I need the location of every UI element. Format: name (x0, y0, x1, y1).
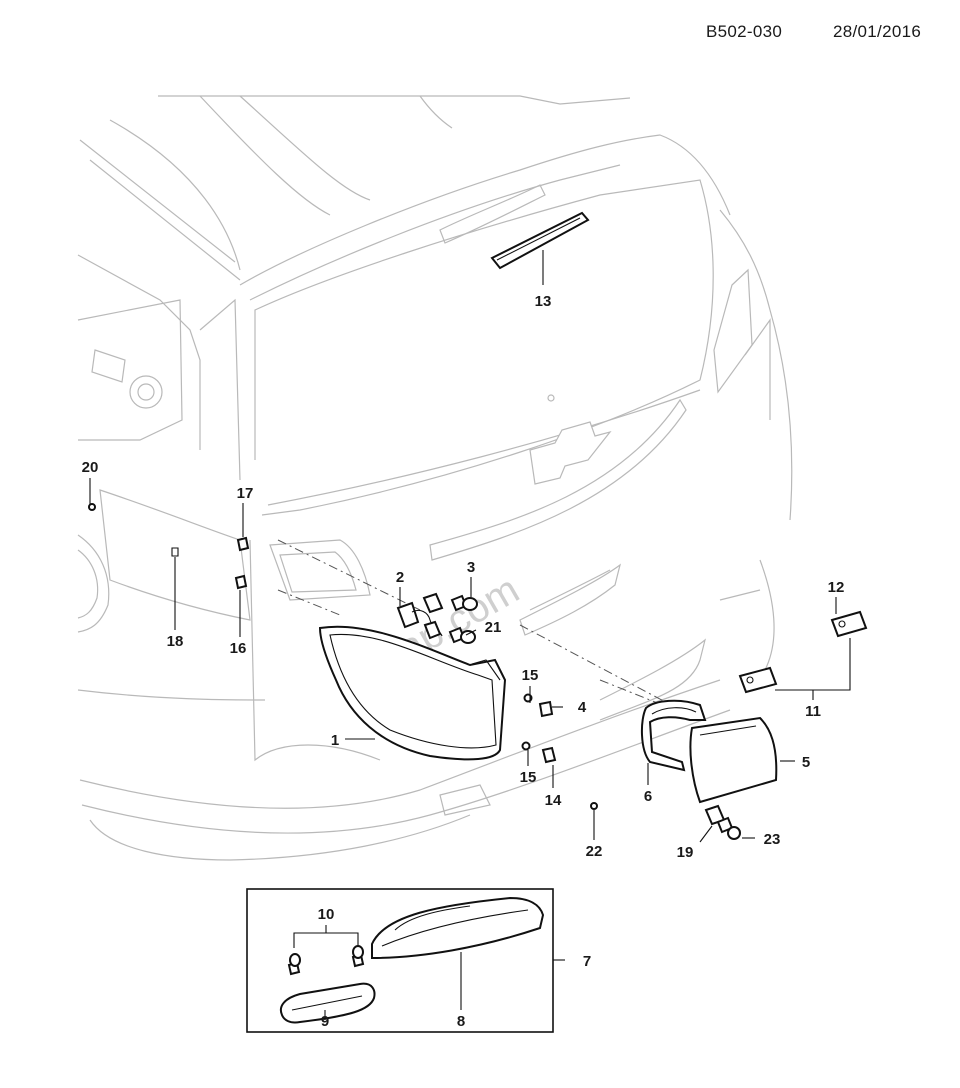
bulb-10-right (351, 945, 365, 968)
nut-4 (538, 700, 554, 718)
callout-6: 6 (644, 788, 652, 805)
bulb-23 (716, 816, 741, 840)
clip-16 (234, 574, 248, 590)
callout-15-lower: 15 (520, 769, 537, 786)
callout-10: 10 (318, 906, 335, 923)
license-lamp-12 (830, 610, 868, 638)
tail-lamp-assembly (318, 625, 507, 761)
callout-18: 18 (167, 633, 184, 650)
lamp-gasket (640, 699, 707, 772)
callout-22: 21 (485, 619, 502, 636)
callout-5: 5 (802, 754, 810, 771)
callout-21: 22 (586, 843, 603, 860)
callout-14: 14 (545, 792, 562, 809)
callout-2: 2 (396, 569, 404, 586)
reflector-housing (371, 896, 545, 960)
bulb-10-left (287, 953, 301, 976)
callout-19: 19 (677, 844, 694, 861)
bulb-22 (423, 620, 476, 644)
callout-9: 9 (321, 1013, 329, 1030)
callout-3: 3 (467, 559, 475, 576)
fastener-21 (590, 802, 598, 810)
nut-15-lower (521, 741, 531, 751)
back-up-lamp (689, 716, 778, 804)
callouts: 13 1 2 3 21 4 5 6 7 8 9 10 11 12 14 15 1… (82, 293, 845, 1030)
high-mount-brake-lamp (490, 211, 590, 270)
callout-23: 23 (764, 831, 781, 848)
callout-12: 12 (828, 579, 845, 596)
callout-4: 4 (578, 699, 587, 716)
fastener-20 (88, 503, 96, 511)
callout-1: 1 (331, 732, 339, 749)
callout-7: 7 (583, 953, 591, 970)
clip-18 (171, 547, 179, 557)
bulb-3 (450, 594, 478, 612)
bulb-holder-plate (280, 982, 376, 1024)
callout-8: 8 (457, 1013, 465, 1030)
license-lamp-11 (738, 666, 778, 694)
clip-17 (236, 536, 250, 552)
callout-16: 16 (230, 640, 247, 657)
callout-17: 17 (237, 485, 254, 502)
callout-20: 20 (82, 459, 99, 476)
diagram-code: B502-030 (706, 22, 783, 41)
vehicle-body (77, 95, 793, 861)
callout-13: 13 (535, 293, 552, 310)
diagram-date: 28/01/2016 (833, 22, 922, 41)
screw-14 (541, 746, 557, 764)
callout-11: 11 (805, 703, 821, 720)
leader-lines (89, 250, 851, 1020)
callout-15-upper: 15 (522, 667, 539, 684)
